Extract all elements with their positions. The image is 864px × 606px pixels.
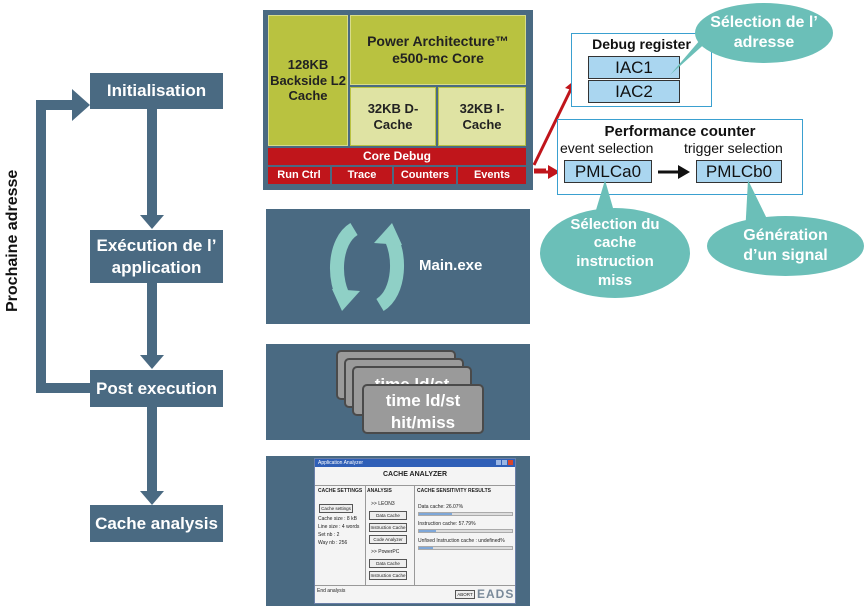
col-results-header: CACHE SENSITIVITY RESULTS — [417, 488, 491, 494]
debug-register-box: Debug register IAC1 IAC2 — [571, 33, 712, 107]
bubble-address-selection: Sélection de l’ adresse — [695, 3, 833, 63]
progress-instruction-cache — [418, 529, 513, 533]
step-initialisation: Initialisation — [90, 73, 223, 109]
data-cache-button[interactable]: Data Cache — [369, 511, 407, 520]
debug-trace: Trace — [332, 167, 392, 184]
close-icon[interactable] — [508, 460, 513, 465]
right-arrow-icon — [658, 165, 690, 179]
cycle-icon — [330, 223, 404, 311]
abort-button[interactable]: ABORT — [455, 590, 475, 599]
instruction-cache-button-2[interactable]: Instruction Cache — [369, 571, 407, 580]
app-panel: Application Analyzer CACHE ANALYZER CACH… — [266, 456, 530, 606]
col-analysis-header: ANALYSIS — [367, 488, 392, 494]
result-unfixed-cache: Unfixed Instruction cache : undefined% — [418, 538, 505, 544]
setting-way-nb: Way nb : 256 — [318, 540, 348, 546]
trace-card-line-2: hit/miss — [390, 413, 456, 433]
performance-counter-title: Performance counter — [604, 123, 756, 140]
app-title-bar: Application Analyzer — [315, 459, 515, 467]
instruction-cache-button[interactable]: Instruction Cache — [369, 523, 407, 532]
group-leon3: >> LEON3 — [371, 501, 395, 507]
performance-counter-box: Performance counter event selection trig… — [557, 119, 803, 195]
trace-panel: time ld/st time ld/st time ld/st time ld… — [266, 344, 530, 440]
cache-settings-button[interactable]: Cache settings — [319, 504, 353, 513]
group-powerpc: >> PowerPC — [371, 549, 400, 555]
progress-data-cache — [418, 512, 513, 516]
debug-events: Events — [458, 167, 526, 184]
bubble-signal-generation: Génération d’un signal — [707, 216, 864, 276]
core-panel: 128KB Backside L2 Cache Power Architectu… — [263, 10, 533, 190]
app-header: CACHE ANALYZER — [382, 471, 448, 478]
register-pmlca0: PMLCa0 — [564, 160, 652, 183]
debug-run-ctrl: Run Ctrl — [268, 167, 330, 184]
run-label: Main.exe — [419, 257, 483, 274]
debug-register-title: Debug register — [592, 36, 691, 52]
d-cache-block: 32KB D-Cache — [350, 87, 436, 146]
code-analyzer-button[interactable]: Code Analyzer — [369, 535, 407, 544]
app-window: Application Analyzer CACHE ANALYZER CACH… — [314, 458, 516, 604]
col-settings-header: CACHE SETTINGS — [318, 488, 363, 494]
run-panel: Main.exe — [266, 209, 530, 324]
eads-logo: EADS — [477, 587, 515, 601]
progress-unfixed-cache — [418, 546, 513, 550]
step-cache-analysis: Cache analysis — [90, 505, 223, 542]
result-data-cache: Data cache: 26.07% — [418, 504, 464, 510]
minimize-icon[interactable] — [496, 460, 501, 465]
core-debug-bar: Core Debug — [268, 148, 526, 165]
register-iac2: IAC2 — [588, 80, 680, 103]
step-post-execution: Post execution — [90, 370, 223, 407]
setting-set-nb: Set nb : 2 — [318, 532, 340, 538]
trace-card-front: time ld/st hit/miss — [362, 384, 484, 434]
bubble-cache-selection: Sélection du cache instruction miss — [540, 208, 690, 298]
trace-card-line-1: time ld/st — [385, 391, 461, 410]
register-pmlcb0: PMLCb0 — [696, 160, 782, 183]
data-cache-button-2[interactable]: Data Cache — [369, 559, 407, 568]
setting-line-size: Line size : 4 words — [318, 524, 360, 530]
debug-counters: Counters — [394, 167, 456, 184]
status-text: End analysis — [317, 588, 346, 594]
core-title-block: Power Architecture™ e500-mc Core — [350, 15, 526, 85]
result-instruction-cache: Instruction cache: 57.79% — [418, 521, 476, 527]
app-window-title: Application Analyzer — [318, 460, 364, 466]
maximize-icon[interactable] — [502, 460, 507, 465]
register-iac1: IAC1 — [588, 56, 680, 79]
setting-cache-size: Cache size : 8 kB — [318, 516, 357, 522]
i-cache-block: 32KB I-Cache — [438, 87, 526, 146]
trigger-selection-label: trigger selection — [684, 140, 783, 156]
l2-cache-block: 128KB Backside L2 Cache — [268, 15, 348, 146]
event-selection-label: event selection — [560, 140, 654, 156]
step-execution: Exécution de l’ application — [90, 230, 223, 283]
